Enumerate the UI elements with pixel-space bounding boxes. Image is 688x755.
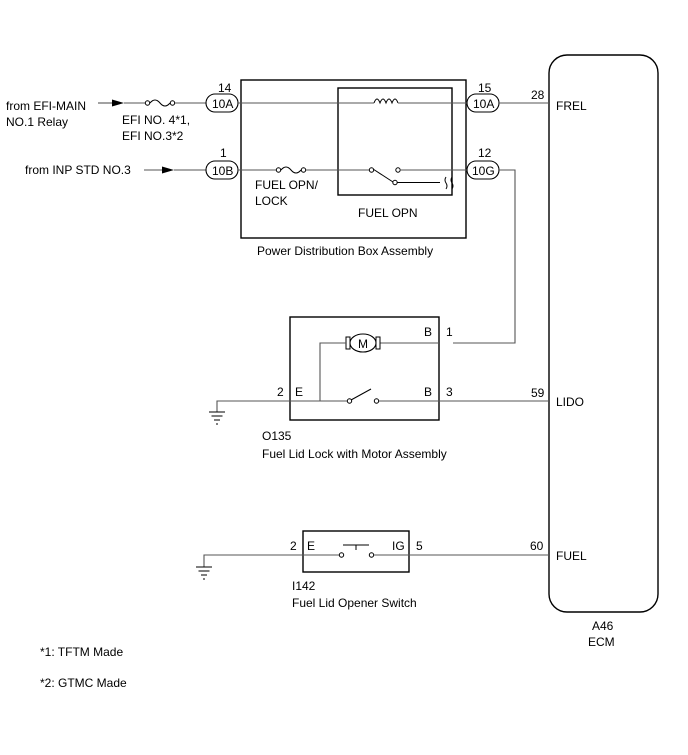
opener-switch-icon	[338, 544, 375, 558]
arrow-icon	[162, 166, 174, 174]
wire-motor-ground	[216, 400, 290, 412]
ecm-name: ECM	[588, 635, 615, 649]
footnote-1: *1: TFTM Made	[40, 645, 123, 659]
connector-10a-in-pin: 14	[218, 81, 232, 95]
connector-10b-pin: 1	[220, 146, 227, 160]
ecm-id: A46	[592, 619, 614, 633]
ecm-box	[548, 54, 659, 613]
motor-terminal-b-bottom: B	[424, 385, 432, 399]
ground-icon	[209, 411, 225, 425]
wire-10g-to-motor	[453, 169, 516, 344]
source-efi-main-line2: NO.1 Relay	[6, 115, 68, 129]
fuse-efi-no4-label-line2: EFI NO.3*2	[122, 129, 184, 143]
motor-pin-3: 3	[446, 385, 453, 399]
source-efi-main-line1: from EFI-MAIN	[6, 99, 86, 113]
connector-10g-code: 10G	[472, 164, 495, 178]
fuel-opn-relay-box	[337, 87, 453, 196]
relay-coil-icon	[373, 98, 399, 105]
ecm-pin-59: 59	[531, 386, 545, 400]
motor-icon: M	[345, 333, 381, 353]
connector-10b-code: 10B	[212, 164, 233, 178]
ecm-label-frel: FREL	[556, 99, 587, 113]
motor-assembly-id: O135	[262, 429, 292, 443]
ecm-label-lido: LIDO	[556, 395, 584, 409]
power-box-label: Power Distribution Box Assembly	[257, 244, 433, 258]
opener-switch-id: I142	[292, 579, 316, 593]
opener-switch-box	[302, 530, 410, 573]
motor-pin-2: 2	[277, 385, 284, 399]
arrow-icon	[112, 99, 124, 107]
motor-assembly-name: Fuel Lid Lock with Motor Assembly	[262, 447, 447, 461]
ecm-label-fuel: FUEL	[556, 549, 587, 563]
connector-10a-out-pin: 15	[478, 81, 492, 95]
fuse-efi-no4-label-line1: EFI NO. 4*1,	[122, 113, 190, 127]
motor-assembly-box	[289, 316, 440, 421]
motor-terminal-b-top: B	[424, 325, 432, 339]
opener-switch-name: Fuel Lid Opener Switch	[292, 596, 417, 610]
fuel-opn-relay-label: FUEL OPN	[358, 206, 418, 220]
connector-10a-out-code: 10A	[473, 97, 494, 111]
lid-lock-switch-icon	[346, 388, 380, 404]
connector-10g-pin: 12	[478, 146, 492, 160]
fuse-efi-no4	[144, 99, 176, 107]
fuse-fuel-opn-lock	[275, 166, 307, 174]
opener-terminal-ig: IG	[392, 539, 405, 553]
motor-pin-1: 1	[446, 325, 453, 339]
source-inp-std: from INP STD NO.3	[25, 163, 131, 177]
motor-terminal-e: E	[295, 385, 303, 399]
wire-opener-ground	[203, 554, 303, 567]
power-distribution-box	[240, 79, 467, 239]
ground-icon	[196, 566, 212, 580]
connector-10a-in-code: 10A	[212, 97, 233, 111]
ecm-pin-28: 28	[531, 88, 545, 102]
ecm-pin-60: 60	[530, 539, 544, 553]
opener-pin-2: 2	[290, 539, 297, 553]
fuse-fuel-opn-lock-label-line2: LOCK	[255, 194, 288, 208]
relay-switch-icon	[368, 167, 454, 190]
footnote-2: *2: GTMC Made	[40, 676, 127, 690]
fuse-fuel-opn-lock-label-line1: FUEL OPN/	[255, 178, 319, 192]
wire-motor-e	[319, 342, 346, 401]
opener-pin-5: 5	[416, 539, 423, 553]
motor-symbol: M	[358, 337, 368, 351]
opener-terminal-e: E	[307, 539, 315, 553]
